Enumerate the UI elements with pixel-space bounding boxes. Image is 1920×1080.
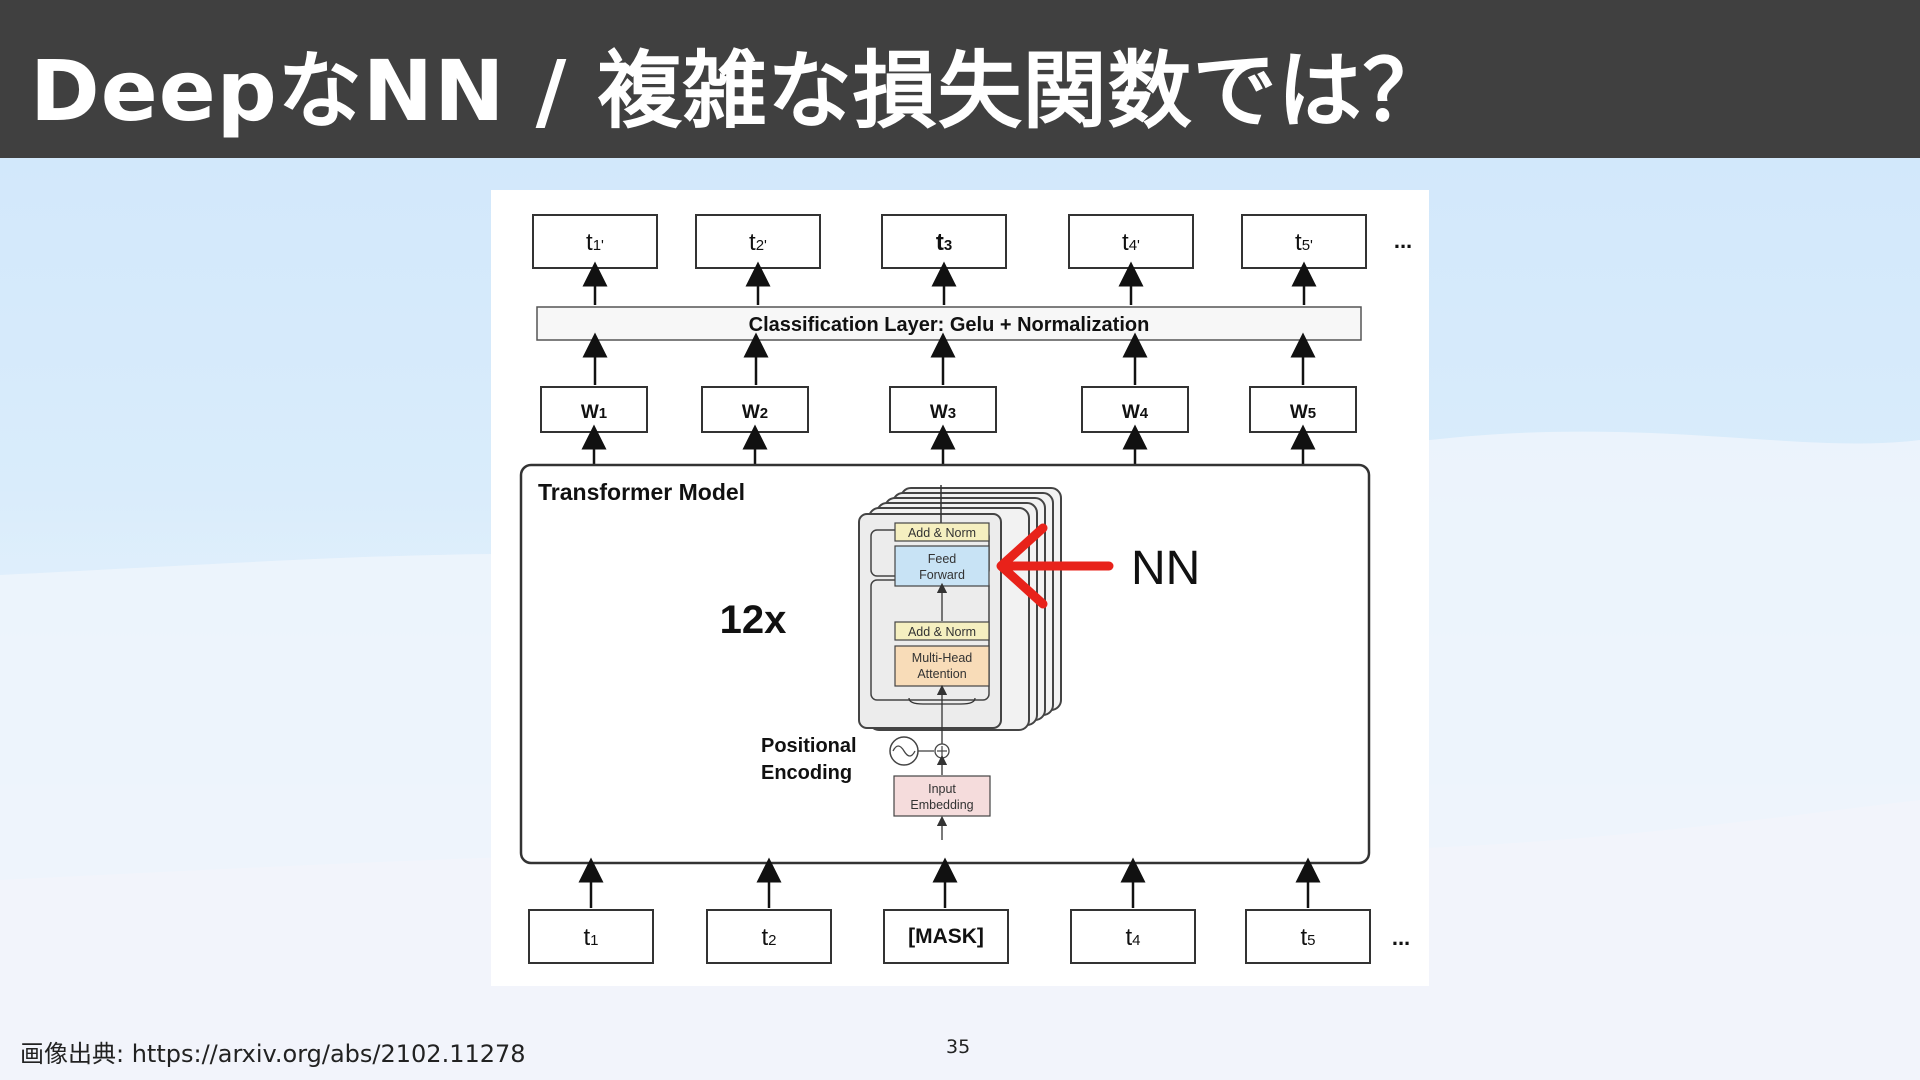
svg-text:Feed: Feed — [928, 552, 957, 566]
svg-text:[MASK]: [MASK] — [908, 925, 984, 948]
add-norm-bottom: Add & Norm — [894, 621, 990, 641]
svg-text:t5': t5' — [1295, 229, 1313, 256]
image-source-credit: 画像出典: https://arxiv.org/abs/2102.11278 — [20, 1040, 526, 1068]
output-token-1: t1' — [532, 214, 658, 269]
multi-head-attention: Multi-Head Attention — [894, 645, 990, 687]
output-token-2: t2' — [695, 214, 821, 269]
input-token-4: t4 — [1070, 909, 1196, 964]
weight-5-base: W — [1290, 402, 1308, 423]
svg-text:Embedding: Embedding — [910, 798, 973, 812]
output-4-base: t — [1122, 229, 1129, 256]
input-3-base: [MASK] — [908, 925, 984, 948]
weight-1-base: W — [581, 402, 599, 423]
svg-text:W4: W4 — [1122, 402, 1149, 423]
svg-text:W1: W1 — [581, 402, 607, 423]
output-5-sub: 5' — [1302, 237, 1313, 254]
feed-forward: Feed Forward — [894, 545, 990, 587]
input-2-sub: 2 — [768, 932, 776, 949]
transformer-output-arrows — [581, 424, 1316, 464]
svg-text:t1': t1' — [586, 229, 604, 256]
input-4-base: t — [1125, 924, 1132, 951]
input-token-5: t5 — [1245, 909, 1371, 964]
weight-box-2: W2 — [701, 386, 809, 433]
output-3-sub: 3 — [944, 237, 952, 254]
input-ellipsis: ... — [1392, 925, 1410, 950]
input-1-sub: 1 — [590, 932, 598, 949]
output-5-base: t — [1295, 229, 1302, 256]
page-number: 35 — [946, 1036, 971, 1058]
svg-text:Multi-Head: Multi-Head — [912, 651, 972, 665]
input-5-base: t — [1300, 924, 1307, 951]
svg-text:t2': t2' — [749, 229, 767, 256]
encoder-block: Add & Norm Feed Forward Add & Norm Multi… — [870, 485, 990, 750]
svg-text:Input: Input — [928, 782, 956, 796]
input-token-mask: [MASK] — [883, 909, 1009, 964]
weight-2-base: W — [742, 402, 760, 423]
weight-box-4: W4 — [1081, 386, 1189, 433]
transformer-diagram: t1' t2' t3 t4' t5' ... C — [491, 190, 1429, 986]
transformer-title: Transformer Model — [538, 479, 745, 505]
slide-title: DeepなNN / 複雑な損失関数では？ — [30, 42, 1448, 140]
svg-text:W3: W3 — [930, 402, 956, 423]
svg-text:t1: t1 — [583, 924, 598, 951]
svg-text:Attention: Attention — [917, 667, 966, 681]
output-token-5: t5' — [1241, 214, 1367, 269]
output-ellipsis: ... — [1394, 228, 1412, 253]
positional-label-1: Positional — [761, 735, 857, 757]
svg-text:t5: t5 — [1300, 924, 1315, 951]
weight-box-1: W1 — [540, 386, 648, 433]
weight-arrows — [582, 332, 1316, 385]
svg-text:W5: W5 — [1290, 402, 1316, 423]
title-bar: DeepなNN / 複雑な損失関数では？ — [0, 0, 1920, 158]
input-2-base: t — [761, 924, 768, 951]
weight-2-sub: 2 — [760, 405, 768, 422]
weight-4-base: W — [1122, 402, 1140, 423]
output-2-base: t — [749, 229, 756, 256]
input-token-2: t2 — [706, 909, 832, 964]
weight-3-sub: 3 — [948, 405, 956, 422]
add-norm-top: Add & Norm — [894, 522, 990, 542]
svg-text:t4: t4 — [1125, 924, 1140, 951]
classification-layer: Classification Layer: Gelu + Normalizati… — [536, 306, 1362, 341]
output-token-4: t4' — [1068, 214, 1194, 269]
output-token-3: t3 — [881, 214, 1007, 269]
classification-layer-label: Classification Layer: Gelu + Normalizati… — [749, 314, 1150, 336]
svg-text:W2: W2 — [742, 402, 768, 423]
positional-label-2: Encoding — [761, 762, 852, 784]
output-1-base: t — [586, 229, 593, 256]
output-4-sub: 4' — [1129, 237, 1140, 254]
nn-annotation-arrow — [996, 523, 1114, 609]
weight-3-base: W — [930, 402, 948, 423]
classification-arrows — [582, 261, 1317, 305]
svg-text:Add & Norm: Add & Norm — [908, 625, 976, 639]
weight-box-5: W5 — [1249, 386, 1357, 433]
nn-annotation-label: NN — [1131, 542, 1200, 595]
input-token-1: t1 — [528, 909, 654, 964]
output-3-base: t — [936, 229, 944, 256]
weight-4-sub: 4 — [1140, 405, 1149, 422]
input-arrows — [578, 857, 1321, 908]
weight-1-sub: 1 — [599, 405, 607, 422]
svg-text:t2: t2 — [761, 924, 776, 951]
output-2-sub: 2' — [756, 237, 767, 254]
svg-text:Add & Norm: Add & Norm — [908, 526, 976, 540]
svg-text:t3: t3 — [936, 229, 952, 256]
weight-5-sub: 5 — [1308, 405, 1316, 422]
input-1-base: t — [583, 924, 590, 951]
input-embedding: Input Embedding — [893, 775, 991, 817]
input-4-sub: 4 — [1132, 932, 1140, 949]
weight-box-3: W3 — [889, 386, 997, 433]
svg-text:Forward: Forward — [919, 568, 965, 582]
output-1-sub: 1' — [593, 237, 604, 254]
repeat-label: 12x — [720, 598, 787, 642]
input-5-sub: 5 — [1307, 932, 1315, 949]
svg-text:t4': t4' — [1122, 229, 1140, 256]
